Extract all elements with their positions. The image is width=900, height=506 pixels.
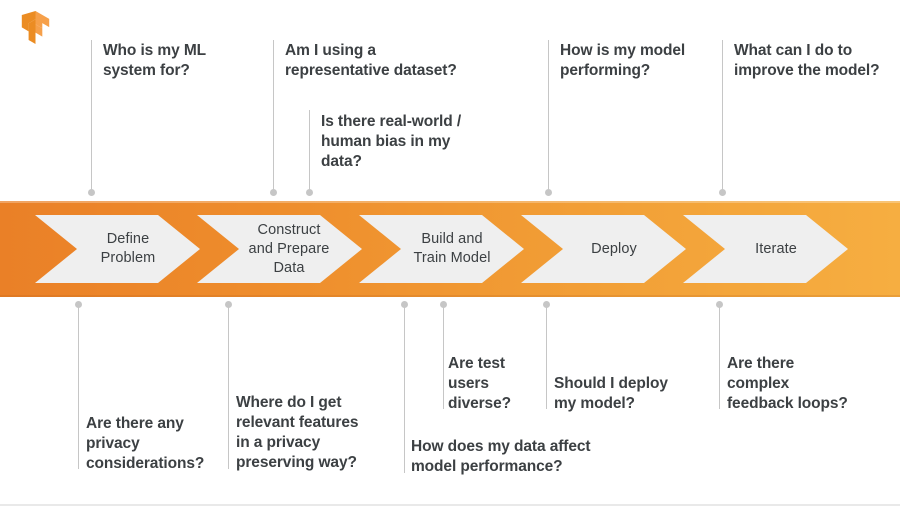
connector-line-bottom-5: [546, 304, 547, 409]
connector-line-top-2: [273, 40, 274, 192]
bottom-question-are-there-complex-feedback-loops: Are there complex feedback loops?: [727, 355, 848, 412]
connector-dot-top-3: [306, 189, 313, 196]
connector-dot-top-4: [545, 189, 552, 196]
connector-line-bottom-3: [404, 304, 405, 473]
connector-line-top-4: [548, 40, 549, 192]
stage-label-iterate[interactable]: Iterate: [755, 241, 797, 257]
connector-line-top-3: [309, 110, 310, 192]
top-question-how-is-my-model-performing: How is my model performing?: [560, 42, 686, 79]
bottom-question-how-does-my-data-affect-model-performance: How does my data affect model performanc…: [411, 438, 591, 475]
bottom-question-are-there-any-privacy-considerations: Are there any privacy considerations?: [86, 415, 205, 472]
connector-dot-top-1: [88, 189, 95, 196]
top-question-is-there-real-world-human-bias-in-my-data: Is there real-world / human bias in my d…: [321, 113, 462, 170]
band-top-highlight: [0, 201, 900, 203]
connector-line-bottom-1: [78, 304, 79, 469]
stage-label-deploy[interactable]: Deploy: [591, 241, 637, 257]
connector-dot-top-5: [719, 189, 726, 196]
connector-line-top-5: [722, 40, 723, 192]
chevron-shapes: [35, 215, 848, 283]
top-question-am-i-using-a-representative-dataset: Am I using a representative dataset?: [285, 42, 457, 79]
connector-line-bottom-4: [443, 304, 444, 409]
bottom-question-should-i-deploy-my-model: Should I deploy my model?: [554, 375, 668, 412]
bottom-question-are-test-users-diverse: Are test users diverse?: [448, 355, 511, 412]
top-question-who-is-my-ml-system-for: Who is my ML system for?: [103, 42, 206, 79]
stage-label-build-and-train-model[interactable]: Build and Train Model: [413, 231, 491, 266]
top-question-what-can-i-do-to-improve-the-model: What can I do to improve the model?: [734, 42, 880, 79]
stage-label-define-problem[interactable]: Define Problem: [100, 231, 156, 266]
ml-workflow-band: Define Problem Construct and Prepare Dat…: [0, 201, 900, 297]
connector-line-bottom-2: [228, 304, 229, 469]
stage-label-construct-and-prepare-data[interactable]: Construct and Prepare Data: [248, 222, 330, 276]
connector-dot-top-2: [270, 189, 277, 196]
tensorflow-logo: [14, 6, 56, 48]
connector-line-top-1: [91, 40, 92, 192]
connector-line-bottom-6: [719, 304, 720, 409]
bottom-question-where-do-i-get-relevant-features-in-a-privacy-preserving-way: Where do I get relevant features in a pr…: [236, 394, 359, 471]
band-bottom-shadow: [0, 295, 900, 297]
